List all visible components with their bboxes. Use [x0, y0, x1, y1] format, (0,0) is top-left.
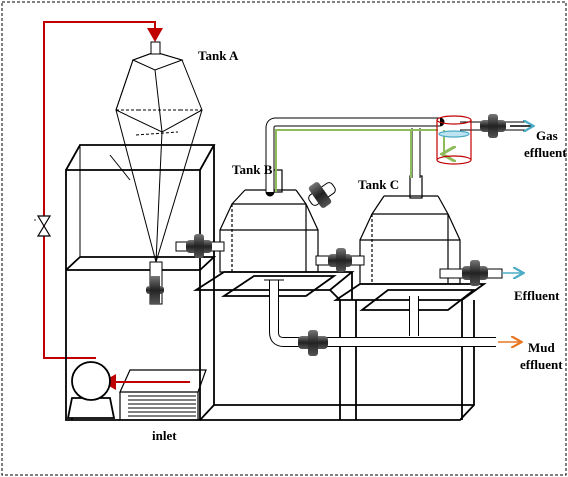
gas-valve-icon	[480, 114, 506, 138]
gas-effluent-label-line1: Gas	[536, 128, 558, 143]
pump-icon	[66, 361, 116, 420]
effluent-pipe	[439, 260, 503, 286]
tank-a-label: Tank A	[198, 48, 239, 63]
tank-c	[359, 175, 461, 285]
tank-a	[109, 41, 203, 305]
mud-pipe	[264, 279, 496, 347]
effluent-label: Effluent	[514, 288, 560, 303]
gas-effluent-label-line2: effluent	[524, 145, 567, 160]
pipe-a-to-b	[175, 234, 225, 258]
tank-a-valve-icon	[146, 276, 164, 304]
mud-valve-icon	[298, 330, 328, 356]
recycle-line	[43, 21, 163, 359]
tank-c-label: Tank C	[358, 177, 400, 192]
recycle-valve-icon	[34, 215, 52, 237]
mud-effluent-label-line1: Mud	[528, 340, 555, 355]
tank-b-tilted-valve-icon	[308, 182, 336, 208]
inlet-label: inlet	[152, 428, 177, 443]
base-platform	[200, 300, 475, 421]
inlet-tray	[119, 369, 207, 420]
tank-c-basin	[333, 283, 487, 420]
gas-collector-icon	[436, 115, 472, 165]
pipe-b-to-c	[315, 248, 365, 272]
tank-b-label: Tank B	[232, 162, 273, 177]
mud-effluent-label-line2: effluent	[520, 357, 563, 372]
